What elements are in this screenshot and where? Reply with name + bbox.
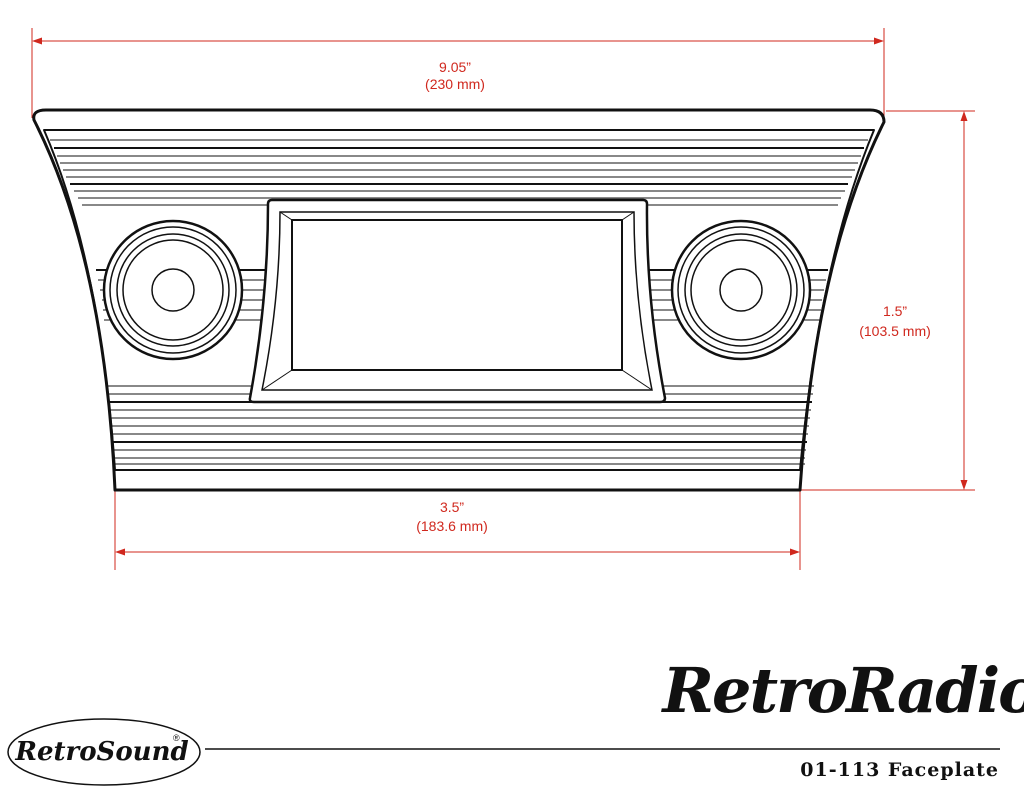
top-width-inches: 9.05” <box>439 59 471 75</box>
height-mm: (103.5 mm) <box>859 323 931 339</box>
retrosound-logo: RetroSound <box>14 737 188 767</box>
retroradio-logo: RetroRadio <box>660 654 1024 727</box>
bottom-width-inches: 3.5” <box>440 499 464 515</box>
dimension-bottom-width <box>114 490 801 570</box>
dimension-top-width <box>31 28 885 118</box>
bottom-width-mm: (183.6 mm) <box>416 518 488 534</box>
display-window <box>248 198 667 404</box>
left-knob <box>102 219 244 361</box>
dimension-height <box>800 110 975 491</box>
registered-mark: ® <box>173 733 180 743</box>
top-width-mm: (230 mm) <box>425 76 485 92</box>
right-knob <box>670 219 812 361</box>
retrosound-badge: RetroSound ® <box>7 718 201 786</box>
faceplate-caption: 01-113 Faceplate <box>800 759 999 781</box>
height-inches: 1.5” <box>883 303 907 319</box>
